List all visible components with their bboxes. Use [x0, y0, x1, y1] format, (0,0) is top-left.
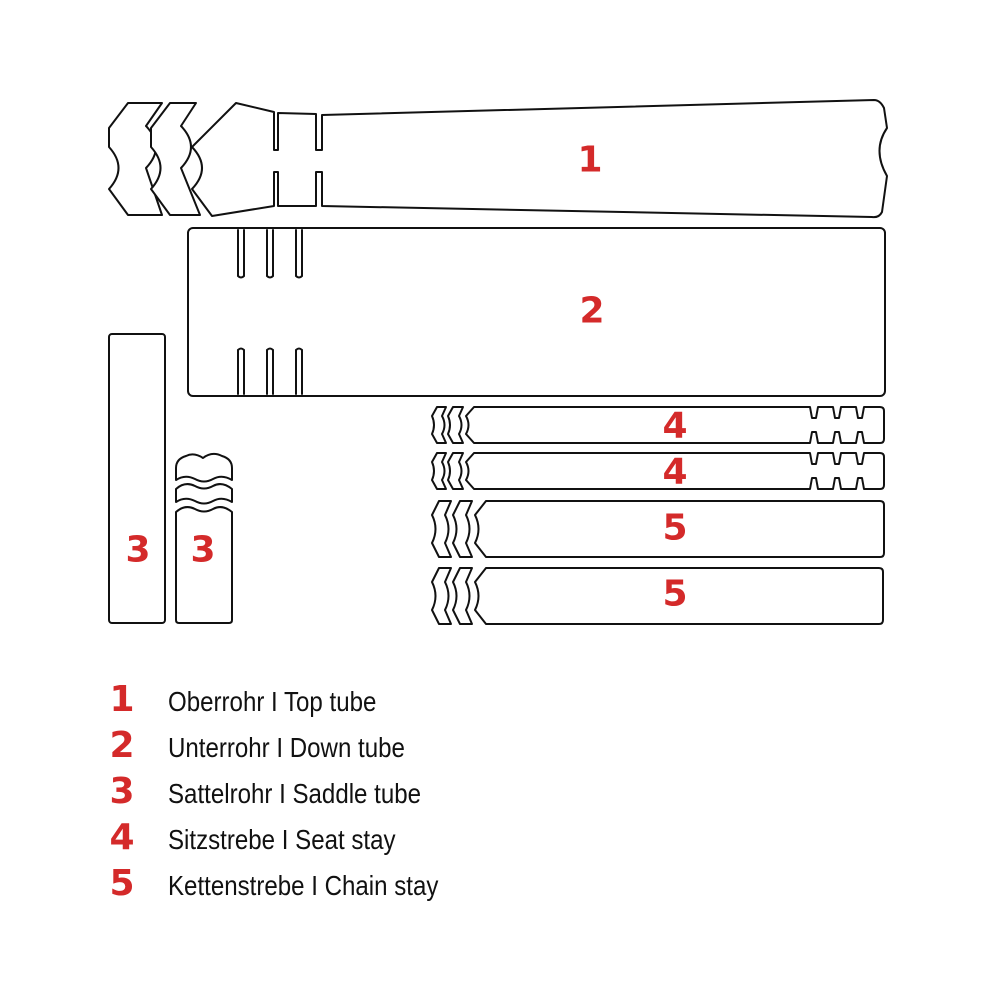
legend-number: 3: [109, 771, 135, 812]
legend-item-down-tube: 2 Unterrohr I Down tube: [100, 724, 660, 770]
legend: 1 Oberrohr I Top tube 2 Unterrohr I Down…: [100, 678, 660, 908]
legend-number: 2: [109, 725, 135, 766]
seat-stay-b-tip-2: [447, 452, 464, 490]
piece-seat-stay-a: 4: [431, 406, 885, 447]
seat-stay-a-main: [465, 406, 885, 444]
piece-chain-stay-a: 5: [431, 500, 885, 558]
piece-label-2: 2: [579, 291, 604, 332]
seat-tube-short-top-segment: [175, 452, 233, 483]
legend-item-chain-stay: 5 Kettenstrebe I Chain stay: [100, 862, 660, 908]
down-tube-outline: [187, 227, 886, 397]
seat-stay-a-tip-2: [447, 406, 464, 444]
chain-stay-b-tip-1: [431, 567, 452, 625]
legend-item-saddle-tube: 3 Sattelrohr I Saddle tube: [100, 770, 660, 816]
legend-number: 1: [109, 679, 135, 720]
legend-number: 4: [109, 817, 135, 858]
down-tube-cut-lines: [237, 229, 303, 395]
legend-number: 5: [109, 863, 135, 904]
piece-seat-tube-short: 3: [175, 452, 233, 624]
piece-label-5b: 5: [662, 574, 687, 615]
chain-stay-b-tip-2: [452, 567, 473, 625]
piece-seat-tube-long: 3: [108, 333, 166, 624]
chain-stay-b-main: [474, 567, 884, 625]
legend-item-seat-stay: 4 Sitzstrebe I Seat stay: [100, 816, 660, 862]
piece-label-4a: 4: [662, 406, 687, 447]
legend-label: Sitzstrebe I Seat stay: [168, 824, 396, 855]
piece-label-4b: 4: [662, 452, 687, 493]
piece-seat-stay-b: 4: [431, 452, 885, 493]
seat-stay-a-tip-1: [431, 406, 447, 444]
seat-tube-short-middle-segment: [175, 483, 233, 505]
piece-down-tube: 2: [187, 227, 886, 397]
piece-label-1: 1: [577, 140, 602, 181]
piece-top-tube: 1: [108, 99, 888, 219]
legend-item-top-tube: 1 Oberrohr I Top tube: [100, 678, 660, 724]
legend-label: Sattelrohr I Saddle tube: [168, 778, 422, 809]
seat-tube-long-outline: [108, 333, 166, 624]
seat-stay-b-main: [465, 452, 885, 490]
top-tube-middle-segment: [150, 102, 201, 216]
legend-label: Kettenstrebe I Chain stay: [168, 870, 439, 901]
top-tube-main-segment: [191, 99, 888, 219]
piece-label-5a: 5: [662, 508, 687, 549]
legend-label: Unterrohr I Down tube: [168, 732, 405, 763]
piece-chain-stay-b: 5: [431, 567, 884, 625]
chain-stay-a-tip-2: [452, 500, 473, 558]
chain-stay-a-main: [474, 500, 885, 558]
seat-tube-short-main-segment: [175, 506, 233, 624]
piece-label-3b: 3: [190, 530, 215, 571]
seat-stay-b-tip-1: [431, 452, 447, 490]
piece-label-3a: 3: [125, 530, 150, 571]
legend-label: Oberrohr I Top tube: [168, 686, 377, 717]
top-tube-end-segment: [108, 102, 163, 216]
chain-stay-a-tip-1: [431, 500, 452, 558]
